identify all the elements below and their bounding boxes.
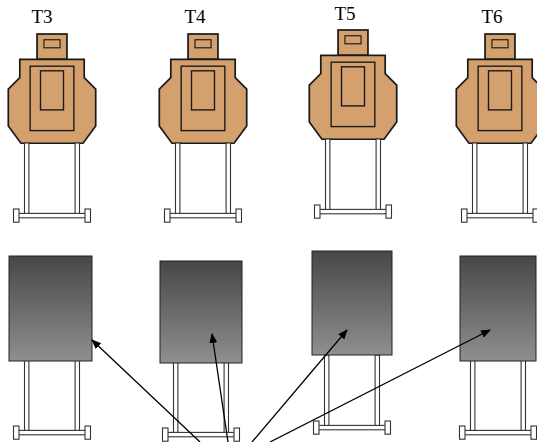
target-label: T6 [481,7,502,26]
target-label: T3 [31,7,52,26]
paper-target [8,30,537,222]
grey-panel [9,251,537,441]
leader-arrow [92,330,490,442]
target-label: T5 [334,4,355,23]
target-label: T4 [184,7,205,26]
